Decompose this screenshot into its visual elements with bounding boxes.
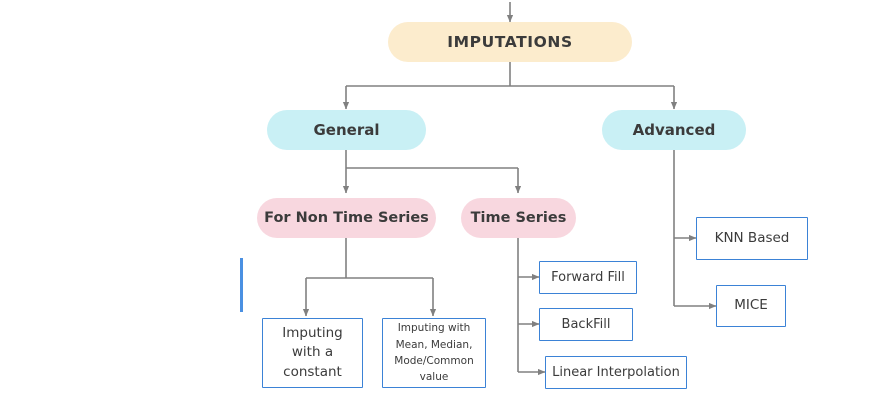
node-backfill[interactable]: BackFill (539, 308, 633, 341)
node-imputations-label: IMPUTATIONS (447, 33, 573, 51)
node-mice-label: MICE (734, 297, 768, 314)
node-mice[interactable]: MICE (716, 285, 786, 327)
node-knn-based[interactable]: KNN Based (696, 217, 808, 260)
node-for-non-time-series[interactable]: For Non Time Series (257, 198, 436, 238)
accent-bar (240, 258, 243, 312)
node-time-series-label: Time Series (470, 210, 567, 226)
node-linear-interpolation[interactable]: Linear Interpolation (545, 356, 687, 389)
node-time-series[interactable]: Time Series (461, 198, 576, 238)
node-imputing-constant[interactable]: Imputing with a constant (262, 318, 363, 388)
node-imputing-central-tendency-label: Imputing with Mean, Median, Mode/Common … (394, 322, 474, 384)
node-advanced[interactable]: Advanced (602, 110, 746, 150)
node-forward-fill-label: Forward Fill (551, 269, 625, 285)
node-general-label: General (313, 121, 380, 139)
node-for-non-time-series-label: For Non Time Series (264, 210, 429, 226)
node-knn-based-label: KNN Based (714, 229, 790, 246)
node-forward-fill[interactable]: Forward Fill (539, 261, 637, 294)
node-imputations[interactable]: IMPUTATIONS (388, 22, 632, 62)
node-linear-interpolation-label: Linear Interpolation (552, 364, 680, 380)
node-imputing-constant-label: Imputing with a constant (282, 325, 343, 380)
node-backfill-label: BackFill (561, 316, 611, 332)
node-general[interactable]: General (267, 110, 426, 150)
node-imputing-central-tendency[interactable]: Imputing with Mean, Median, Mode/Common … (382, 318, 486, 388)
node-advanced-label: Advanced (632, 121, 716, 139)
